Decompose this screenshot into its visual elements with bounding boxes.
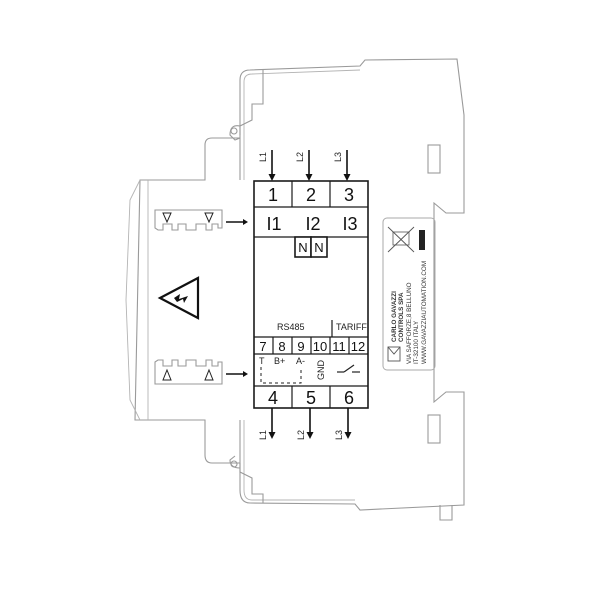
svg-text:N: N [298,240,307,255]
svg-text:7: 7 [259,339,266,354]
weee-crossed-bin-icon [387,226,425,253]
svg-text:1: 1 [268,185,278,205]
terminal-cover-bottom-icon [154,359,248,385]
input-phase-arrows: L1 L2 L3 [258,150,351,181]
svg-text:L3: L3 [333,152,343,162]
svg-text:4: 4 [268,388,278,408]
svg-text:CARLO GAVAZZI: CARLO GAVAZZI [391,291,398,342]
svg-text:2: 2 [306,185,316,205]
svg-text:N: N [314,240,323,255]
svg-text:B+: B+ [274,356,285,366]
svg-text:L2: L2 [295,152,305,162]
ce-triangle-logo-icon [387,346,401,362]
svg-text:L2: L2 [296,430,306,440]
svg-text:CONTROLS SPA: CONTROLS SPA [398,292,405,342]
svg-text:5: 5 [306,388,316,408]
manufacturer-label: CARLO GAVAZZI CONTROLS SPA VIA SAFFORZE,… [382,217,436,371]
svg-text:I3: I3 [342,214,357,234]
svg-text:12: 12 [351,339,365,354]
housing-outline [125,58,465,521]
svg-text:L1: L1 [258,430,268,440]
svg-text:L1: L1 [258,152,268,162]
svg-text:10: 10 [313,339,327,354]
svg-text:8: 8 [278,339,285,354]
terminal-cover-top-icon [154,209,248,231]
svg-text:11: 11 [332,339,346,354]
terminal-block: 1 2 3 I1 I2 I3 N N RS485 TARIFF 7 8 9 10… [253,180,369,409]
output-phase-arrows: L1 L2 L3 [258,408,352,440]
svg-text:9: 9 [297,339,304,354]
svg-text:6: 6 [344,388,354,408]
svg-text:RS485: RS485 [277,322,305,332]
svg-text:3: 3 [344,185,354,205]
tariff-switch-icon [337,364,360,373]
svg-text:TARIFF: TARIFF [336,322,367,332]
svg-text:T: T [259,356,265,366]
svg-text:VIA SAFFORZE,8 BELLUNO: VIA SAFFORZE,8 BELLUNO [406,282,413,364]
svg-text:IT-32100 ITALY: IT-32100 ITALY [413,320,420,364]
warning-high-voltage-icon [157,276,200,320]
svg-text:GND: GND [316,360,326,381]
svg-text:I2: I2 [305,214,320,234]
svg-text:I1: I1 [266,214,281,234]
svg-text:A-: A- [296,356,305,366]
svg-text:WWW.GAVAZZIAUTOMATION.COM: WWW.GAVAZZIAUTOMATION.COM [421,261,428,364]
svg-text:L3: L3 [334,430,344,440]
